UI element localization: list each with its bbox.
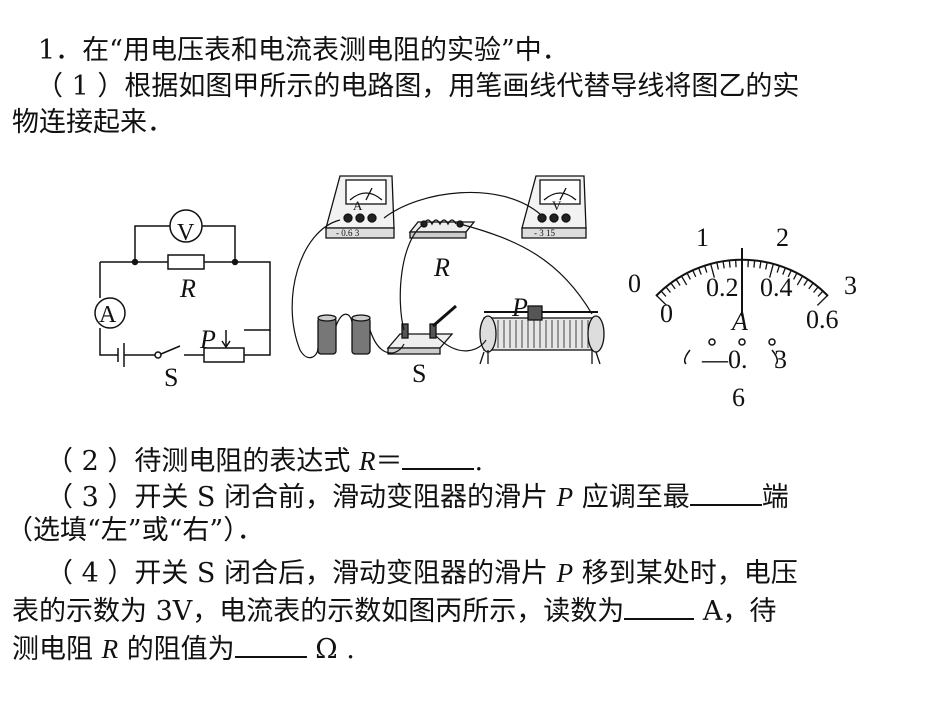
resistor-label: R	[179, 274, 196, 303]
dial-tick	[816, 295, 828, 306]
apparatus-diagram	[291, 175, 605, 365]
part1-line: （ 1 ）根据如图甲所示的电路图，用笔画线代替导线将图乙的实	[36, 71, 800, 102]
dial-terminal-6: 6	[732, 383, 745, 412]
voltmeter-device-letter: V	[552, 198, 562, 213]
answer-blank-current[interactable]	[624, 592, 695, 620]
dial-tick	[808, 282, 814, 290]
dial-tick	[787, 270, 792, 278]
dial-top-label-3: 3	[844, 271, 857, 300]
ammeter-label: A	[99, 302, 117, 328]
apparatus-slider-label: P	[511, 293, 528, 322]
battery-cells	[317, 314, 371, 355]
resistor-device	[408, 219, 476, 239]
dial-tick	[698, 267, 702, 275]
voltmeter-device-terminals: - 3 15	[534, 228, 555, 238]
voltmeter-device	[521, 175, 587, 239]
dial-tick	[765, 262, 768, 270]
answer-blank-resistance[interactable]	[234, 630, 307, 658]
voltmeter-label: V	[177, 220, 195, 246]
ammeter-device-terminals: - 0.6 3	[336, 228, 360, 238]
dial-tick	[776, 265, 780, 273]
part4-line-cont: 表的示数为 3V，电流表的示数如图丙所示，读数为 A，待	[12, 592, 776, 629]
dial-bottom-label-3: 0.6	[806, 305, 839, 334]
ammeter-device-letter: A	[353, 198, 363, 213]
dial-terminal-3: 3	[774, 345, 787, 374]
dial-terminal-labels: —0.	[701, 345, 748, 374]
dial-tick	[710, 263, 716, 278]
dial-tick	[768, 263, 774, 278]
dial-tick	[813, 286, 819, 293]
answer-blank-expression[interactable]	[402, 442, 475, 470]
dial-tick	[681, 275, 688, 286]
dial-tick	[793, 272, 798, 280]
dial-tick	[728, 260, 731, 268]
dial-tick	[722, 261, 725, 269]
slider-label: P	[199, 325, 216, 354]
dial-tick	[759, 261, 762, 269]
switch-device	[386, 304, 457, 355]
dial-bottom-label-0: 0	[660, 299, 673, 328]
switch-label: S	[164, 363, 178, 392]
circuit-diagram	[94, 209, 271, 367]
dial-top-label-1: 1	[696, 223, 709, 252]
dial-tick	[782, 267, 786, 275]
dial-tick	[692, 270, 697, 278]
dial-unit: A	[730, 307, 748, 336]
rheostat-device	[479, 305, 605, 365]
dial-tick	[656, 295, 668, 306]
part2-line: （ 2 ）待测电阻的表达式 R＝.	[46, 442, 483, 479]
dial-tick	[686, 272, 691, 280]
part3-line: （ 3 ）开关 S 闭合前，滑动变阻器的滑片 P 应调至最端	[46, 478, 789, 515]
voltmeter-symbol	[169, 209, 203, 243]
dial-tick	[675, 279, 681, 286]
part1-line-cont: 物连接起来．	[12, 107, 174, 138]
dial-tick	[796, 275, 803, 286]
dial-tick	[670, 282, 676, 290]
dial-tick	[704, 265, 708, 273]
dial-tick	[817, 290, 824, 297]
dial-top-label-2: 2	[776, 223, 789, 252]
dial-bottom-label-2: 0.4	[760, 273, 793, 302]
dial-tick	[716, 262, 719, 270]
dial-bottom-label-1: 0.2	[706, 273, 739, 302]
question-title: 1．在“用电压表和电流表测电阻的实验”中．	[38, 35, 569, 66]
apparatus-resistor-label: R	[433, 253, 450, 282]
part4-line-cont2: 测电阻 R 的阻值为 Ω .	[12, 630, 355, 667]
dial-tick	[665, 286, 671, 293]
ammeter-symbol	[94, 297, 126, 329]
part3-line-cont: （选填“左”或“右”）．	[6, 515, 264, 546]
dial-tick	[660, 290, 667, 297]
answer-blank-end[interactable]	[689, 478, 762, 506]
dial-top-label-0: 0	[628, 269, 641, 298]
ammeter-dial	[655, 248, 829, 365]
dial-tick	[803, 279, 809, 286]
part4-line: （ 4 ）开关 S 闭合后，滑动变阻器的滑片 P 移到某处时，电压	[46, 558, 798, 589]
wires	[291, 191, 593, 359]
ammeter-device	[325, 175, 395, 239]
apparatus-switch-label: S	[412, 359, 426, 388]
dial-tick	[753, 260, 756, 268]
resistor-symbol	[167, 254, 205, 270]
